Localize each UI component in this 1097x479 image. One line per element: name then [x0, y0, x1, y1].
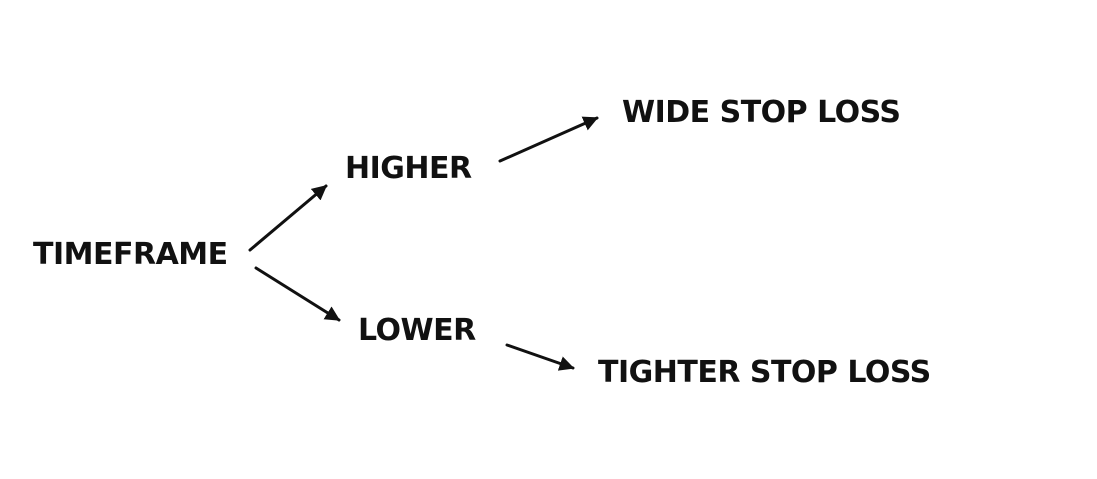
- node-tighter-stop-loss: TIGHTER STOP LOSS: [598, 355, 931, 390]
- arrow-timeframe-to-higher: [248, 184, 328, 252]
- node-wide-stop-loss: WIDE STOP LOSS: [622, 95, 901, 130]
- arrow-lower-to-tighter: [505, 343, 575, 371]
- node-timeframe: TIMEFRAME: [33, 237, 228, 272]
- arrow-higher-to-wide: [498, 116, 599, 163]
- node-higher: HIGHER: [345, 151, 472, 186]
- arrow-timeframe-to-lower: [254, 266, 341, 322]
- node-lower: LOWER: [358, 313, 476, 348]
